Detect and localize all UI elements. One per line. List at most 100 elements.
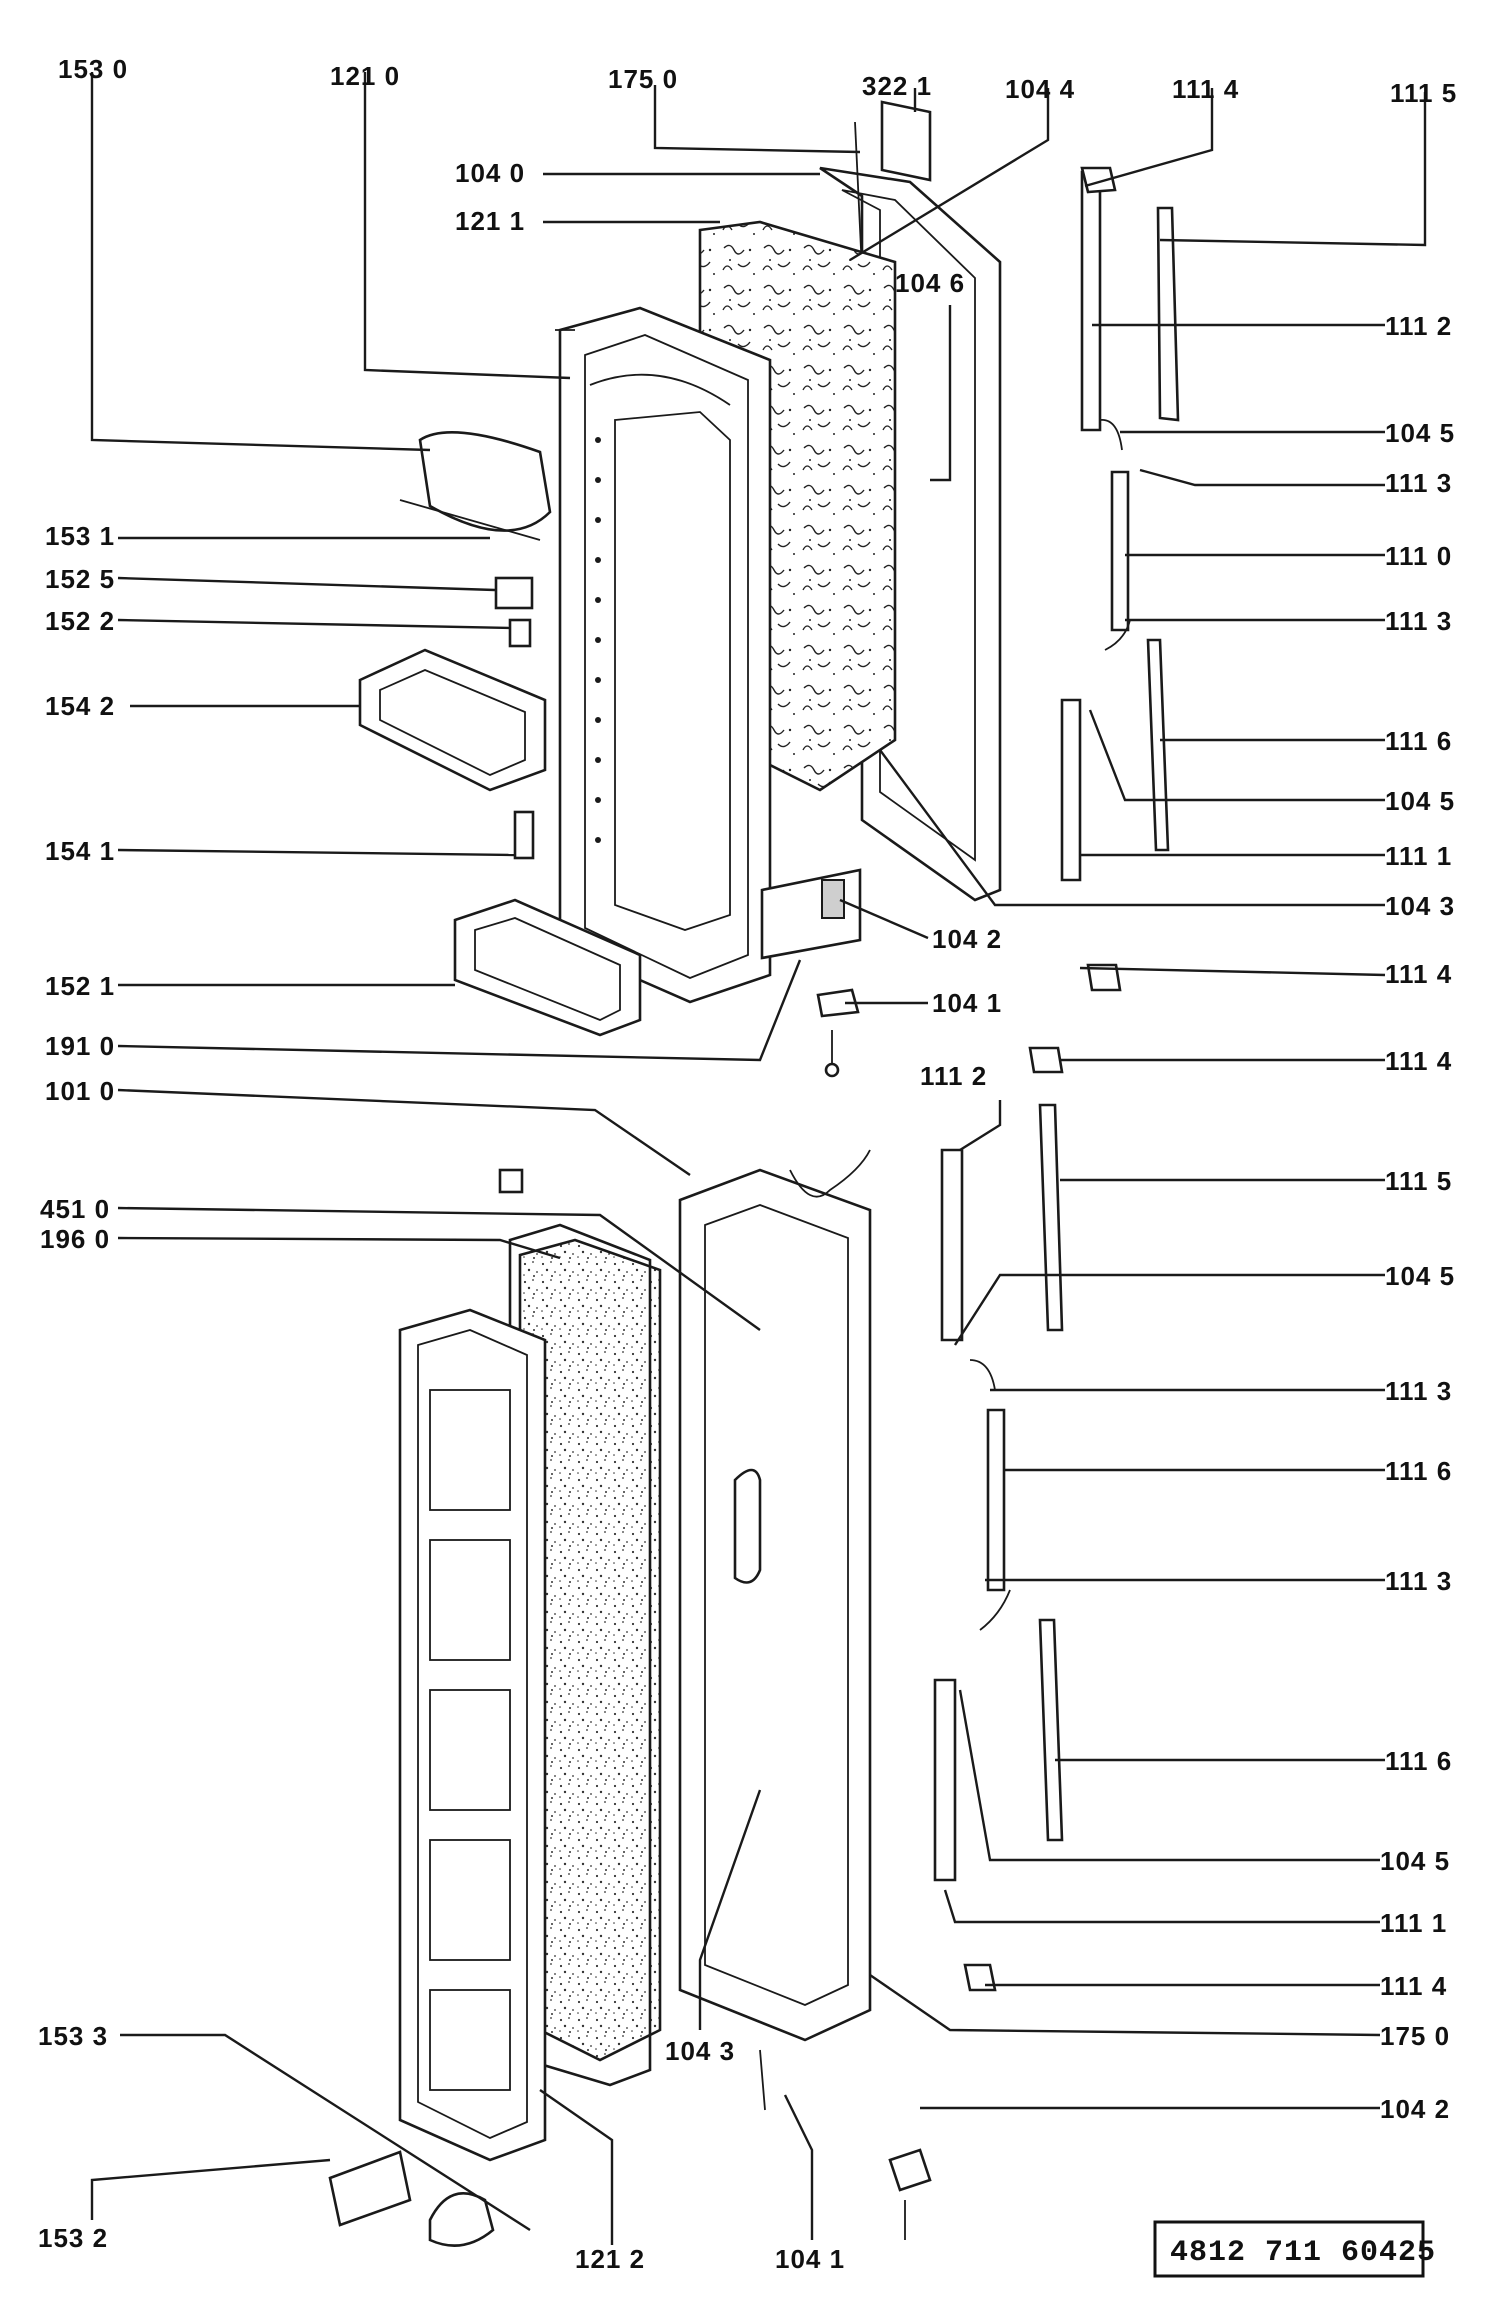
label-1045-b: 104 5 [1385,786,1455,816]
hinge-link-1113-a [1099,419,1123,451]
leader-lines [90,72,1427,2245]
label-1045-d: 104 5 [1380,1846,1450,1876]
label-4510: 451 0 [40,1194,110,1224]
rail-1112-a [1080,170,1102,432]
lower-outer-door-inner [704,1204,849,2006]
label-1522: 152 2 [45,606,115,636]
label-1532: 153 2 [38,2223,108,2253]
label-1533: 153 3 [38,2021,108,2051]
label-1045-c: 104 5 [1385,1261,1455,1291]
label-1046: 104 6 [895,268,965,298]
label-1041-b: 104 1 [775,2244,845,2274]
lower-door-handle [733,1468,762,1584]
label-1116-c: 111 6 [1385,1746,1452,1776]
label-1910: 191 0 [45,1031,115,1061]
label-1045-a: 104 5 [1385,418,1455,448]
label-1114-top: 111 4 [1172,74,1239,104]
lower-liner-pockets [429,1389,511,2091]
label-1525: 152 5 [45,564,115,594]
small-part-top [498,1168,524,1194]
lower-outer-door-panel [678,1168,872,2042]
label-1541: 154 1 [45,836,115,866]
upper-shelf-1542 [358,648,547,792]
label-1114-d: 111 4 [1380,1971,1447,2001]
upper-hinge-components [1028,166,1180,1074]
label-1210: 121 0 [330,61,400,91]
rail-1115-b [1038,1103,1064,1332]
hinge-cap-1114-c [1028,1046,1064,1074]
label-1542: 154 2 [45,691,115,721]
label-1211: 121 1 [455,206,525,236]
rail-1115-a [1156,206,1180,422]
label-1115-top: 111 5 [1390,78,1457,108]
label-1112-a: 111 2 [1385,311,1452,341]
upper-hinge-strip [760,868,862,960]
label-1010: 101 0 [45,1076,115,1106]
label-1041-a: 104 1 [932,988,1002,1018]
label-1113-d: 111 3 [1385,1566,1452,1596]
lower-screw [759,2049,766,2111]
label-1042-a: 104 2 [932,924,1002,954]
cover-1533 [428,2192,495,2247]
top-hinge-block [880,100,932,182]
label-1530: 153 0 [58,54,128,84]
label-1110: 111 0 [1385,541,1452,571]
upper-shelf-1521 [453,898,642,1037]
lower-door-wiring [789,1149,871,1198]
upper-door-assembly [358,100,1002,1078]
rail-1111-b [933,1678,957,1882]
label-1043-a: 104 3 [1385,891,1455,921]
small-clip-1525 [494,576,534,610]
upper-hinge-pin-head [824,1062,840,1078]
rail-1111-a [1060,698,1082,882]
label-1040: 104 0 [455,158,525,188]
label-1111-b: 111 1 [1380,1908,1447,1938]
upper-gasket-inner [584,334,749,979]
hinge-cap-1114-a [1080,166,1117,194]
label-1750-bot: 175 0 [1380,2021,1450,2051]
upper-liner-window [614,411,731,931]
lower-liner-inner [417,1329,528,2139]
hinge-cap-1114-b [1086,963,1122,992]
label-1111-a: 111 1 [1385,841,1452,871]
rail-1116-c [1038,1618,1064,1842]
label-1114-b: 111 4 [1385,959,1452,989]
label-1113-c: 111 3 [1385,1376,1452,1406]
label-1960: 196 0 [40,1224,110,1254]
upper-liner-top-roll [589,373,731,406]
label-1116-a: 111 6 [1385,726,1452,756]
label-1116-b: 111 6 [1385,1456,1452,1486]
label-1044: 104 4 [1005,74,1075,104]
rail-1112-b [940,1148,964,1342]
lower-liner [398,1308,547,2162]
reference-number: 4812 711 60425 [1170,2236,1436,2270]
upper-dairy-cover [399,431,552,541]
label-1114-c: 111 4 [1385,1046,1452,1076]
label-1112-b: 111 2 [920,1061,987,1091]
upper-bottom-hinge [816,988,860,1018]
lower-hinge-1042 [888,2148,932,2192]
small-clip-1541 [513,810,535,860]
rail-1116-a [1146,638,1170,852]
label-1750-top: 175 0 [608,64,678,94]
label-1531: 153 1 [45,521,115,551]
label-1212: 121 2 [575,2244,645,2274]
label-1043-b: 104 3 [665,2036,735,2066]
hinge-cap-1114-d [963,1963,997,1992]
rail-1110 [1110,470,1130,632]
reference-number-box: 4812 711 60425 [1153,2220,1436,2278]
small-clip-1522 [508,618,532,648]
part-labels: 153 0 121 0 175 0 322 1 104 4 111 4 111 … [38,54,1457,2274]
lower-hinge-components [933,1103,1064,1992]
upper-liner-rivets [595,437,601,843]
upper-hinge-bracket [821,879,845,919]
label-1113-a: 111 3 [1385,468,1452,498]
upper-gasket-frame [558,306,772,1004]
label-1115-b: 111 5 [1385,1166,1452,1196]
lower-door-assembly [328,1149,932,2247]
vent-grille-1532 [328,2150,412,2227]
label-1113-b: 111 3 [1385,606,1452,636]
rail-1116-b [986,1408,1006,1592]
label-1521: 152 1 [45,971,115,1001]
